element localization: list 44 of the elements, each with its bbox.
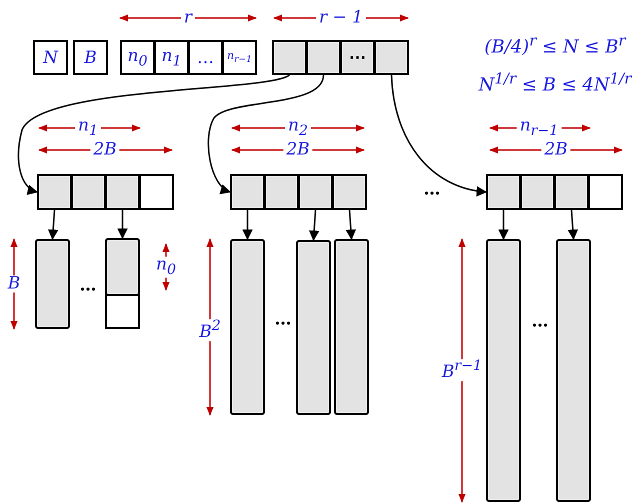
arrow xyxy=(117,210,128,240)
arrow xyxy=(242,210,253,240)
variable-cell: B xyxy=(73,40,108,75)
pointer-cell xyxy=(37,174,72,210)
ellipsis: … xyxy=(78,278,98,294)
pointer-cell xyxy=(520,174,555,210)
ellipsis: … xyxy=(422,182,442,198)
ellipsis: … xyxy=(530,314,550,330)
pointer-cell xyxy=(588,174,623,210)
pointer-cell xyxy=(486,174,521,210)
pointer-cell xyxy=(105,174,140,210)
block-bar xyxy=(105,238,140,296)
arrow xyxy=(390,74,488,196)
pointer-cell xyxy=(332,174,367,210)
variable-cell: N xyxy=(33,40,68,75)
pointer-cell xyxy=(272,40,307,75)
pointer-cell xyxy=(306,40,341,75)
empty-block xyxy=(105,294,140,329)
count-cell: n$_{1}$ xyxy=(154,40,189,75)
pointer-cell xyxy=(554,174,589,210)
arrow xyxy=(48,210,58,240)
arrow xyxy=(208,74,324,193)
pointer-cell xyxy=(139,174,174,210)
count-cell: n$_{r−1}$ xyxy=(222,40,257,75)
ellipsis: … xyxy=(274,312,292,328)
block-bar xyxy=(334,239,369,415)
arrow xyxy=(498,210,509,240)
arrow xyxy=(308,210,320,242)
block-bar xyxy=(556,239,591,502)
pointer-cell xyxy=(298,174,333,210)
pointer-cell xyxy=(374,40,409,75)
block-bar xyxy=(230,239,265,415)
block-bar xyxy=(35,239,70,329)
count-cell: n$_{0}$ xyxy=(120,40,155,75)
block-bar xyxy=(486,239,521,502)
pointer-cell xyxy=(230,174,265,210)
arrow xyxy=(568,210,578,240)
pointer-cell xyxy=(264,174,299,210)
count-cell: … xyxy=(188,40,223,75)
arrow xyxy=(346,210,356,240)
block-bar xyxy=(296,240,331,415)
arrow xyxy=(18,74,290,194)
pointer-cell: ⋯ xyxy=(340,40,375,75)
pointer-cell xyxy=(71,174,106,210)
